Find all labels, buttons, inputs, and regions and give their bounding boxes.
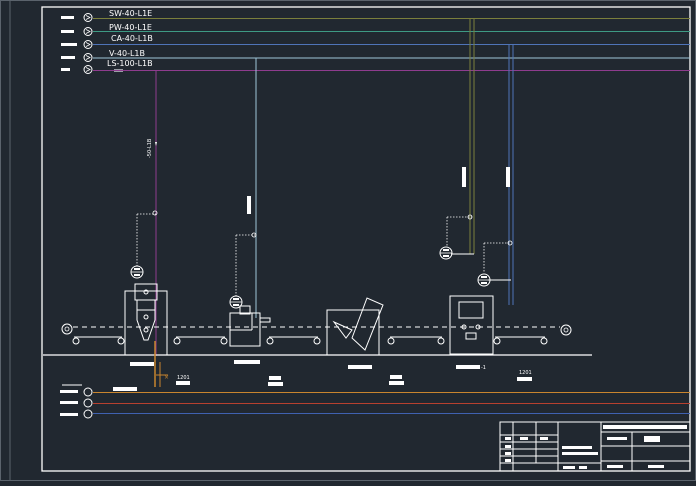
tilting-mixer <box>326 297 384 356</box>
title-block-entries <box>505 425 687 469</box>
pipeline-ls-label: LS-100-L1B <box>107 59 153 68</box>
pipeline-ca-label: CA-40-L1B <box>111 34 153 43</box>
ca-drop-tag <box>506 167 510 187</box>
pipeline-v-label: V-40-L1B <box>109 49 145 58</box>
tilting-mixer-tag <box>348 365 372 369</box>
ls-valve-icon <box>152 210 158 216</box>
pipeline-v-tag <box>61 56 75 59</box>
conveyor <box>61 323 572 345</box>
lower-pipelines <box>60 384 690 419</box>
instrument-bubble <box>229 295 243 309</box>
sw-valve-icon <box>467 214 473 220</box>
pipeline-pw-symbol <box>83 27 93 36</box>
ls-drop-note: -50-L1B <box>147 138 153 158</box>
lower-pipe-orange-symbol <box>83 387 93 397</box>
orange-feed-marker: × <box>164 374 169 381</box>
hopper-tag <box>130 362 154 366</box>
pipeline-ls-symbol <box>83 65 93 74</box>
drawing-frame <box>41 6 691 472</box>
pipeline-sw-symbol <box>83 13 93 22</box>
pipeline-ls-tag <box>61 68 70 71</box>
lower-tag-a <box>113 387 137 391</box>
control-cabinet-tag <box>456 365 480 369</box>
pipeline-v: V-40-L1B <box>61 49 690 62</box>
orange-feed-branch <box>156 362 168 387</box>
lower-tag-d <box>390 375 402 379</box>
pipeline-sw-tag <box>61 16 74 19</box>
filling-machine <box>229 305 271 347</box>
filling-machine-tag <box>234 360 260 364</box>
conveyor-left-pulley <box>61 323 73 335</box>
title-block <box>499 421 691 472</box>
control-cabinet-mark: -1 <box>481 365 486 371</box>
svg-text:1201: 1201 <box>177 375 190 381</box>
pipeline-sw: SW-40-L1E <box>61 9 690 22</box>
lower-pipe-blue-symbol <box>83 409 93 419</box>
pipeline-sw-label: SW-40-L1E <box>109 9 152 18</box>
pipeline-ls: LS-100-L1B <box>61 59 690 74</box>
hopper-vessel <box>124 283 168 356</box>
instrument-bubble <box>130 265 144 279</box>
lower-pipe-red-symbol <box>83 398 93 408</box>
svg-text:1201: 1201 <box>519 370 532 376</box>
pipeline-pw-tag <box>61 30 74 33</box>
ls-drop-arrow <box>155 142 157 146</box>
pipeline-legend: SW-40-L1E PW-40-L1E CA-40-L1B V-40-L1B <box>61 9 690 74</box>
lower-label-a: 1201 <box>176 375 190 385</box>
pipeline-pw-label: PW-40-L1E <box>109 23 152 32</box>
v-drop-tag <box>247 196 251 214</box>
pipeline-v-symbol <box>83 53 93 62</box>
v-valve-icon <box>251 232 257 238</box>
instrument-bubble <box>477 273 491 287</box>
pipeline-pw: PW-40-L1E <box>61 23 690 36</box>
pipeline-ca-symbol <box>83 40 93 49</box>
ca-valve-icon <box>507 240 513 246</box>
instrument-bubble <box>439 246 453 260</box>
pipeline-ca: CA-40-L1B <box>61 34 690 49</box>
lower-tag-e <box>389 381 404 385</box>
lower-label-b: 1201 <box>517 370 532 381</box>
lower-tag-c <box>268 382 283 386</box>
lower-tag-b <box>269 376 281 380</box>
control-cabinet <box>449 295 494 355</box>
pipeline-ca-tag <box>61 43 77 46</box>
sw-drop-tag <box>462 167 466 187</box>
conveyor-right-pulley <box>560 324 572 336</box>
